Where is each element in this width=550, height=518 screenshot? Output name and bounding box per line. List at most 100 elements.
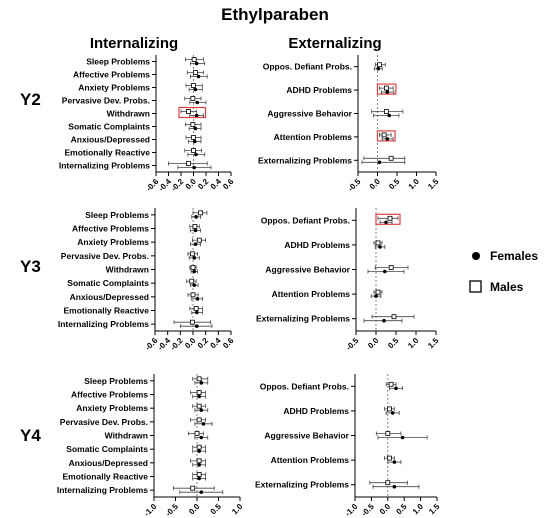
- category-label: Sleep Problems: [84, 376, 148, 386]
- category-label: Affective Problems: [71, 390, 148, 400]
- category-label: Attention Problems: [271, 455, 350, 465]
- females-estimate-marker: [195, 310, 199, 315]
- x-tick-label: 0.5: [394, 502, 409, 517]
- females-estimate-marker: [193, 228, 198, 233]
- x-tick-label: -0.5: [360, 502, 377, 518]
- x-tick-label: 1.5: [426, 177, 441, 192]
- males-estimate-marker: [194, 431, 200, 436]
- males-estimate-marker: [196, 390, 202, 395]
- females-estimate-marker: [201, 422, 206, 426]
- x-tick-label: 0.6: [221, 177, 236, 192]
- males-estimate-marker: [381, 132, 387, 138]
- category-label: Internalizing Problems: [58, 319, 149, 329]
- row-title-y4: Y4: [20, 426, 41, 445]
- x-tick-label: 1.0: [411, 502, 426, 517]
- females-estimate-marker: [192, 256, 197, 260]
- category-label: Emotionally Reactive: [64, 148, 150, 158]
- females-estimate-marker: [194, 152, 198, 157]
- category-label: Anxiety Problems: [78, 83, 150, 93]
- x-tick-label: 0.5: [387, 177, 402, 192]
- females-estimate-marker: [192, 283, 197, 287]
- females-estimate-marker: [377, 160, 382, 165]
- category-label: Emotionally Reactive: [62, 472, 148, 482]
- males-estimate-marker: [196, 417, 202, 423]
- males-estimate-marker: [190, 96, 196, 101]
- males-estimate-marker: [191, 135, 196, 140]
- females-estimate-marker: [195, 297, 200, 301]
- males-estimate-marker: [384, 85, 389, 91]
- x-tick-label: 1.5: [427, 502, 442, 517]
- females-estimate-marker: [385, 137, 390, 141]
- males-estimate-marker: [192, 224, 198, 229]
- males-estimate-marker: [196, 376, 202, 382]
- females-estimate-marker: [400, 435, 405, 440]
- males-estimate-marker: [377, 62, 382, 68]
- males-estimate-marker: [191, 83, 196, 88]
- figure-title: Ethylparaben: [221, 5, 329, 24]
- category-label: Internalizing Problems: [59, 161, 150, 171]
- category-label: ADHD Problems: [284, 240, 350, 250]
- category-label: Pervasive Dev. Probs.: [61, 251, 149, 261]
- males-estimate-marker: [196, 472, 202, 477]
- females-estimate-marker: [382, 318, 386, 323]
- females-estimate-marker: [197, 394, 201, 399]
- males-estimate-marker: [186, 161, 191, 166]
- females-estimate-marker: [374, 294, 378, 298]
- females-estimate-marker: [383, 269, 387, 274]
- category-label: Anxiety Problems: [76, 403, 148, 413]
- x-tick-label: 0.6: [221, 336, 236, 351]
- category-label: Attention Problems: [272, 289, 351, 299]
- category-label: Emotionally Reactive: [63, 306, 149, 316]
- category-label: Sleep Problems: [86, 57, 150, 67]
- males-estimate-marker: [375, 240, 381, 246]
- males-estimate-marker: [387, 215, 393, 221]
- x-tick-label: 0.0: [366, 336, 381, 351]
- females-estimate-marker: [199, 490, 204, 494]
- males-estimate-marker: [192, 70, 198, 75]
- females-estimate-marker: [194, 61, 199, 66]
- category-label: Pervasive Dev. Probs.: [62, 96, 150, 106]
- x-tick-label: 1.0: [406, 336, 421, 351]
- males-estimate-marker: [387, 406, 392, 412]
- category-label: Anxious/Depressed: [70, 292, 149, 302]
- males-estimate-marker: [191, 57, 197, 62]
- females-estimate-marker: [199, 435, 204, 440]
- males-estimate-marker: [387, 455, 392, 461]
- females-estimate-marker: [378, 245, 382, 249]
- category-label: Internalizing Problems: [57, 485, 148, 495]
- category-label: Somatic Complaints: [67, 278, 149, 288]
- category-label: Pervasive Dev. Probs.: [60, 417, 148, 427]
- category-label: Aggressive Behavior: [267, 109, 352, 119]
- females-estimate-marker: [193, 126, 198, 131]
- males-estimate-marker: [388, 265, 394, 270]
- legend: Females Males: [469, 249, 538, 294]
- x-tick-label: 0.0: [378, 502, 393, 517]
- females-estimate-marker: [197, 449, 201, 453]
- females-estimate-marker: [385, 90, 390, 94]
- females-estimate-marker: [384, 220, 388, 225]
- females-estimate-marker: [199, 381, 204, 385]
- category-label: ADHD Problems: [286, 85, 352, 95]
- significant-highlight-box: [376, 130, 396, 142]
- males-estimate-marker: [190, 122, 196, 127]
- category-label: ADHD Problems: [283, 406, 349, 416]
- significant-highlight-box: [376, 83, 397, 95]
- males-estimate-marker: [375, 289, 381, 295]
- category-label: Withdrawn: [107, 109, 150, 119]
- x-tick-label: -1.0: [142, 502, 159, 518]
- males-estimate-marker: [385, 431, 391, 436]
- category-label: Anxious/Depressed: [71, 135, 150, 145]
- x-tick-label: 1.5: [426, 336, 441, 351]
- significant-highlight-box: [178, 106, 207, 119]
- females-estimate-marker: [195, 100, 200, 105]
- males-estimate-marker: [196, 237, 202, 243]
- females-estimate-marker: [196, 74, 201, 79]
- males-estimate-marker: [190, 292, 196, 298]
- males-estimate-marker: [196, 444, 202, 450]
- category-label: Affective Problems: [72, 224, 149, 234]
- x-tick-label: -0.5: [344, 336, 361, 353]
